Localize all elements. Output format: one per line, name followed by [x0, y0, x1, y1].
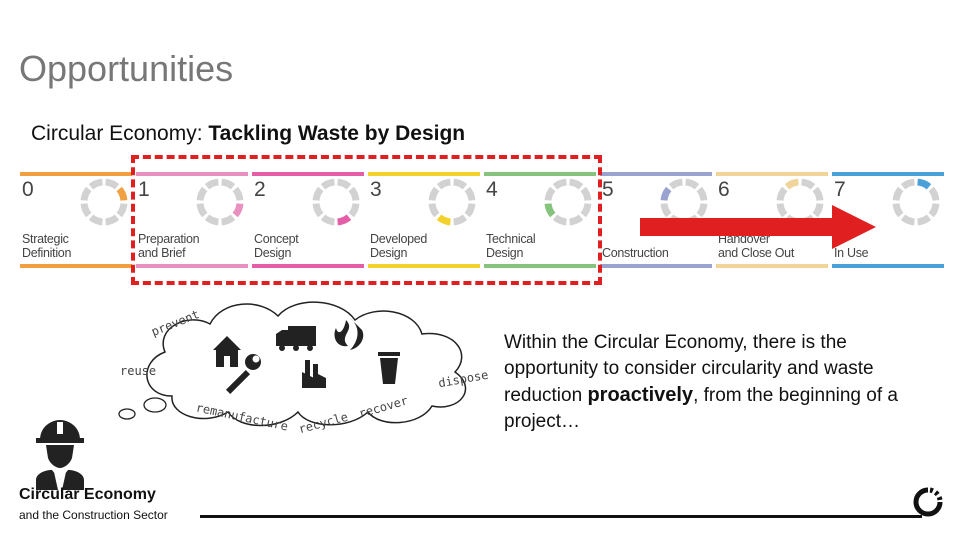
- cycle-ring-icon: [892, 178, 940, 226]
- stage-bottom-bar: [136, 264, 248, 268]
- stage-top-bar: [136, 172, 248, 176]
- subtitle-bold: Tackling Waste by Design: [208, 122, 466, 145]
- stage-number: 4: [486, 178, 498, 201]
- wrench-icon: [225, 354, 261, 395]
- stage-number: 1: [138, 178, 150, 201]
- slide-subtitle: Circular Economy: Tackling Waste by Desi…: [31, 122, 465, 146]
- bin-icon: [378, 352, 400, 384]
- subtitle-prefix: Circular Economy:: [31, 122, 209, 145]
- cycle-ring-icon: [428, 178, 476, 226]
- stage-7: 7 In Use: [832, 170, 944, 268]
- stage-top-bar: [252, 172, 364, 176]
- stage-number: 3: [370, 178, 382, 201]
- thought-cloud: [118, 301, 467, 427]
- stage-bottom-bar: [368, 264, 480, 268]
- cycle-ring-icon: [80, 178, 128, 226]
- cycle-ring-icon: [312, 178, 360, 226]
- stage-number: 0: [22, 178, 34, 201]
- stage-5: 5 Construction: [600, 170, 712, 268]
- stage-top-bar: [832, 172, 944, 176]
- factory-icon: [302, 360, 326, 388]
- stage-bottom-bar: [20, 264, 132, 268]
- stage-bottom-bar: [252, 264, 364, 268]
- circle-logo-icon: [913, 487, 943, 517]
- stage-number: 6: [718, 178, 730, 201]
- stage-number: 2: [254, 178, 266, 201]
- house-icon: [213, 336, 241, 367]
- stage-bottom-bar: [832, 264, 944, 268]
- word-reuse: reuse: [120, 364, 157, 378]
- hardhat-worker-icon: [36, 420, 84, 490]
- stage-top-bar: [716, 172, 828, 176]
- stage-name: In Use: [834, 246, 869, 260]
- stage-top-bar: [368, 172, 480, 176]
- cycle-ring-icon: [196, 178, 244, 226]
- stage-name: Construction: [602, 246, 669, 260]
- truck-icon: [276, 326, 316, 351]
- stage-bottom-bar: [484, 264, 596, 268]
- stage-number: 5: [602, 178, 614, 201]
- stage-bottom-bar: [716, 264, 828, 268]
- brand-subtitle: and the Construction Sector: [19, 508, 168, 522]
- arrow-right-icon: [640, 205, 876, 249]
- slide-title: Opportunities: [19, 48, 234, 89]
- stage-number: 7: [834, 178, 846, 201]
- cycle-ring-icon: [544, 178, 592, 226]
- stage-top-bar: [600, 172, 712, 176]
- stage-top-bar: [20, 172, 132, 176]
- body-paragraph: Within the Circular Economy, there is th…: [504, 332, 898, 432]
- body-emphasis: proactively: [587, 384, 694, 406]
- footer-divider: [200, 515, 922, 518]
- fire-icon: [334, 318, 364, 350]
- brand-title: Circular Economy: [19, 486, 156, 503]
- stage-top-bar: [484, 172, 596, 176]
- stage-bottom-bar: [600, 264, 712, 268]
- early-stages-highlight: [131, 155, 602, 285]
